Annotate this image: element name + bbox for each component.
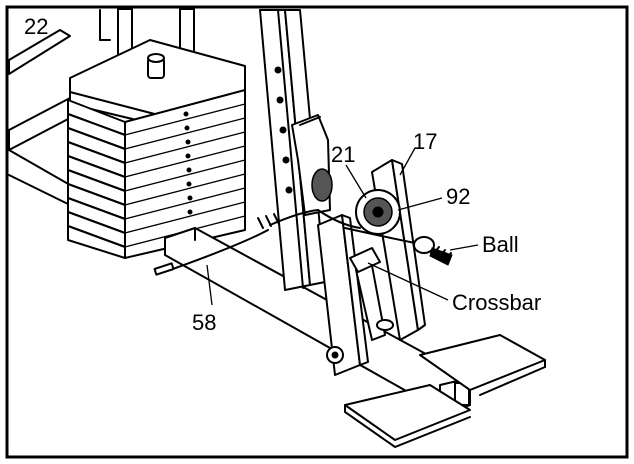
- pulley-92: [355, 189, 401, 235]
- leader-lines: [206, 147, 479, 306]
- weight-stack: [67, 39, 246, 259]
- crossbar: [349, 247, 381, 273]
- label-crossbar: Crossbar: [452, 290, 541, 315]
- label-part-17: 17: [413, 129, 437, 154]
- label-part-58: 58: [192, 310, 216, 335]
- step-number: 22: [24, 14, 48, 39]
- label-ball: Ball: [482, 232, 519, 257]
- foot-plates: [344, 334, 546, 449]
- figure-frame: [5, 5, 629, 459]
- label-part-21: 21: [331, 142, 355, 167]
- front-bracket: [317, 214, 369, 376]
- label-part-92: 92: [446, 184, 470, 209]
- ball-stop: [413, 236, 453, 266]
- upright-frame: [259, 9, 333, 291]
